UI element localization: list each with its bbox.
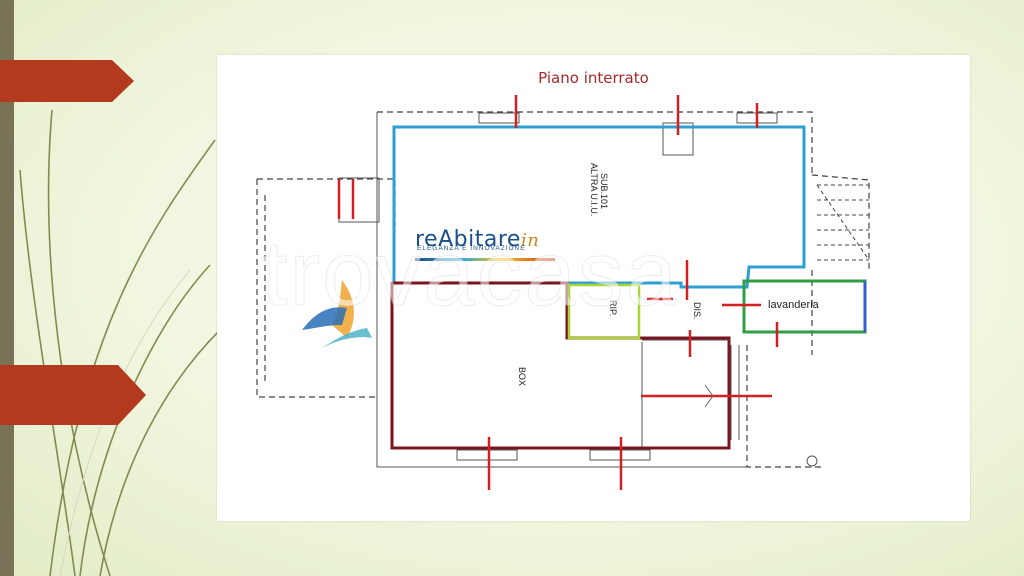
thin-walls bbox=[338, 112, 818, 468]
brand-tagline: ELEGANZA E INNOVAZIONE bbox=[417, 245, 526, 252]
box-outline bbox=[390, 281, 731, 450]
room-label-dis: DIS. bbox=[692, 302, 702, 320]
room-label-box: BOX bbox=[517, 367, 527, 387]
stairs bbox=[816, 184, 870, 261]
room-label-sub101: SUB.101 bbox=[599, 173, 609, 210]
floor-plan-panel: Piano interrato bbox=[217, 55, 970, 521]
floor-plan-drawing bbox=[256, 95, 870, 490]
brand-logo: reAbitarein bbox=[415, 227, 539, 252]
room-label-rip: RIP. bbox=[608, 300, 618, 317]
left-bar bbox=[0, 0, 14, 576]
section-markers bbox=[337, 95, 779, 490]
arrow-tab-bottom bbox=[0, 365, 146, 425]
brand-suffix: in bbox=[520, 230, 540, 251]
arrow-tab-top bbox=[0, 60, 134, 102]
emblem-logo bbox=[302, 280, 372, 348]
plan-title: Piano interrato bbox=[538, 69, 649, 87]
logo-underline bbox=[415, 258, 555, 261]
brand-name: reAbitare bbox=[415, 227, 521, 252]
rip-outline bbox=[567, 283, 641, 340]
dashed-outlines bbox=[256, 111, 870, 468]
room-label-lavanderia: lavanderia bbox=[768, 299, 819, 311]
room-label-altra-uiu: ALTRA U.I.U. bbox=[589, 163, 599, 217]
